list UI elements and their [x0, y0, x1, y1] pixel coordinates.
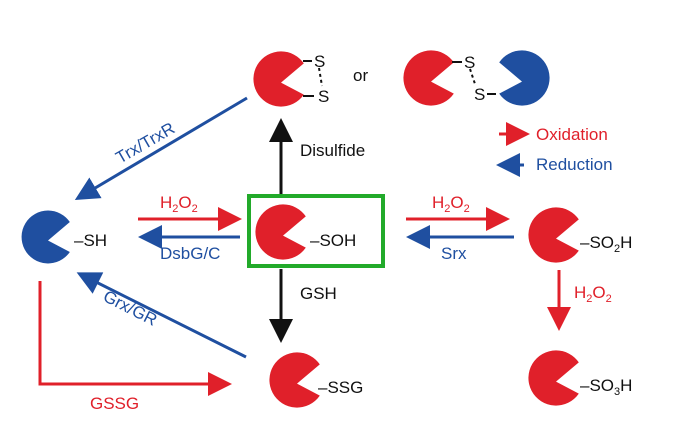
arrow-disulfide-to-thiol — [74, 96, 248, 201]
legend-reduction-label: Reduction — [536, 155, 613, 174]
sulfinic-label: –SO2H — [580, 233, 632, 255]
srx-label: Srx — [441, 244, 467, 263]
glutathionylated-label: –SSG — [318, 378, 363, 397]
dsbgc-label: DsbG/C — [160, 244, 220, 263]
arrow-thiol-to-glutathionylated — [38, 281, 232, 396]
gssg-label: GSSG — [90, 394, 139, 413]
thiol-label: –SH — [74, 231, 107, 250]
sulfinic-protein-shape — [528, 207, 579, 263]
intermolecular-s1-label: S — [464, 53, 475, 72]
sulfenic-label: –SOH — [310, 231, 356, 250]
sulfenic-highlight-box — [247, 194, 385, 268]
disulfide-s2-label: S — [318, 87, 329, 106]
h2o2-label-left: H2O2 — [160, 193, 198, 215]
h2o2-label-right: H2O2 — [432, 193, 470, 215]
disulfide-label: Disulfide — [300, 141, 365, 160]
h2o2-label-down: H2O2 — [574, 283, 612, 305]
glutathionylated-protein-shape — [269, 352, 320, 408]
arrow-glutathionylated-to-thiol — [76, 272, 247, 359]
disulfide-s1-label: S — [314, 52, 325, 71]
reduced-protein-shape — [21, 210, 70, 264]
disulfide-protein-shape — [253, 51, 304, 107]
intermolecular-blue-protein-shape — [499, 50, 550, 106]
legend-oxidation-label: Oxidation — [536, 125, 608, 144]
gsh-label: GSH — [300, 284, 337, 303]
or-label: or — [353, 66, 368, 85]
sulfenic-protein-shape — [255, 204, 306, 260]
intermolecular-red-protein-shape — [403, 50, 454, 106]
intermolecular-bridge — [469, 68, 476, 85]
sulfonic-label: –SO3H — [580, 376, 632, 398]
intermolecular-s2-label: S — [474, 85, 485, 104]
sulfonic-protein-shape — [528, 350, 579, 406]
grx-label: Grx/GR — [100, 287, 160, 330]
